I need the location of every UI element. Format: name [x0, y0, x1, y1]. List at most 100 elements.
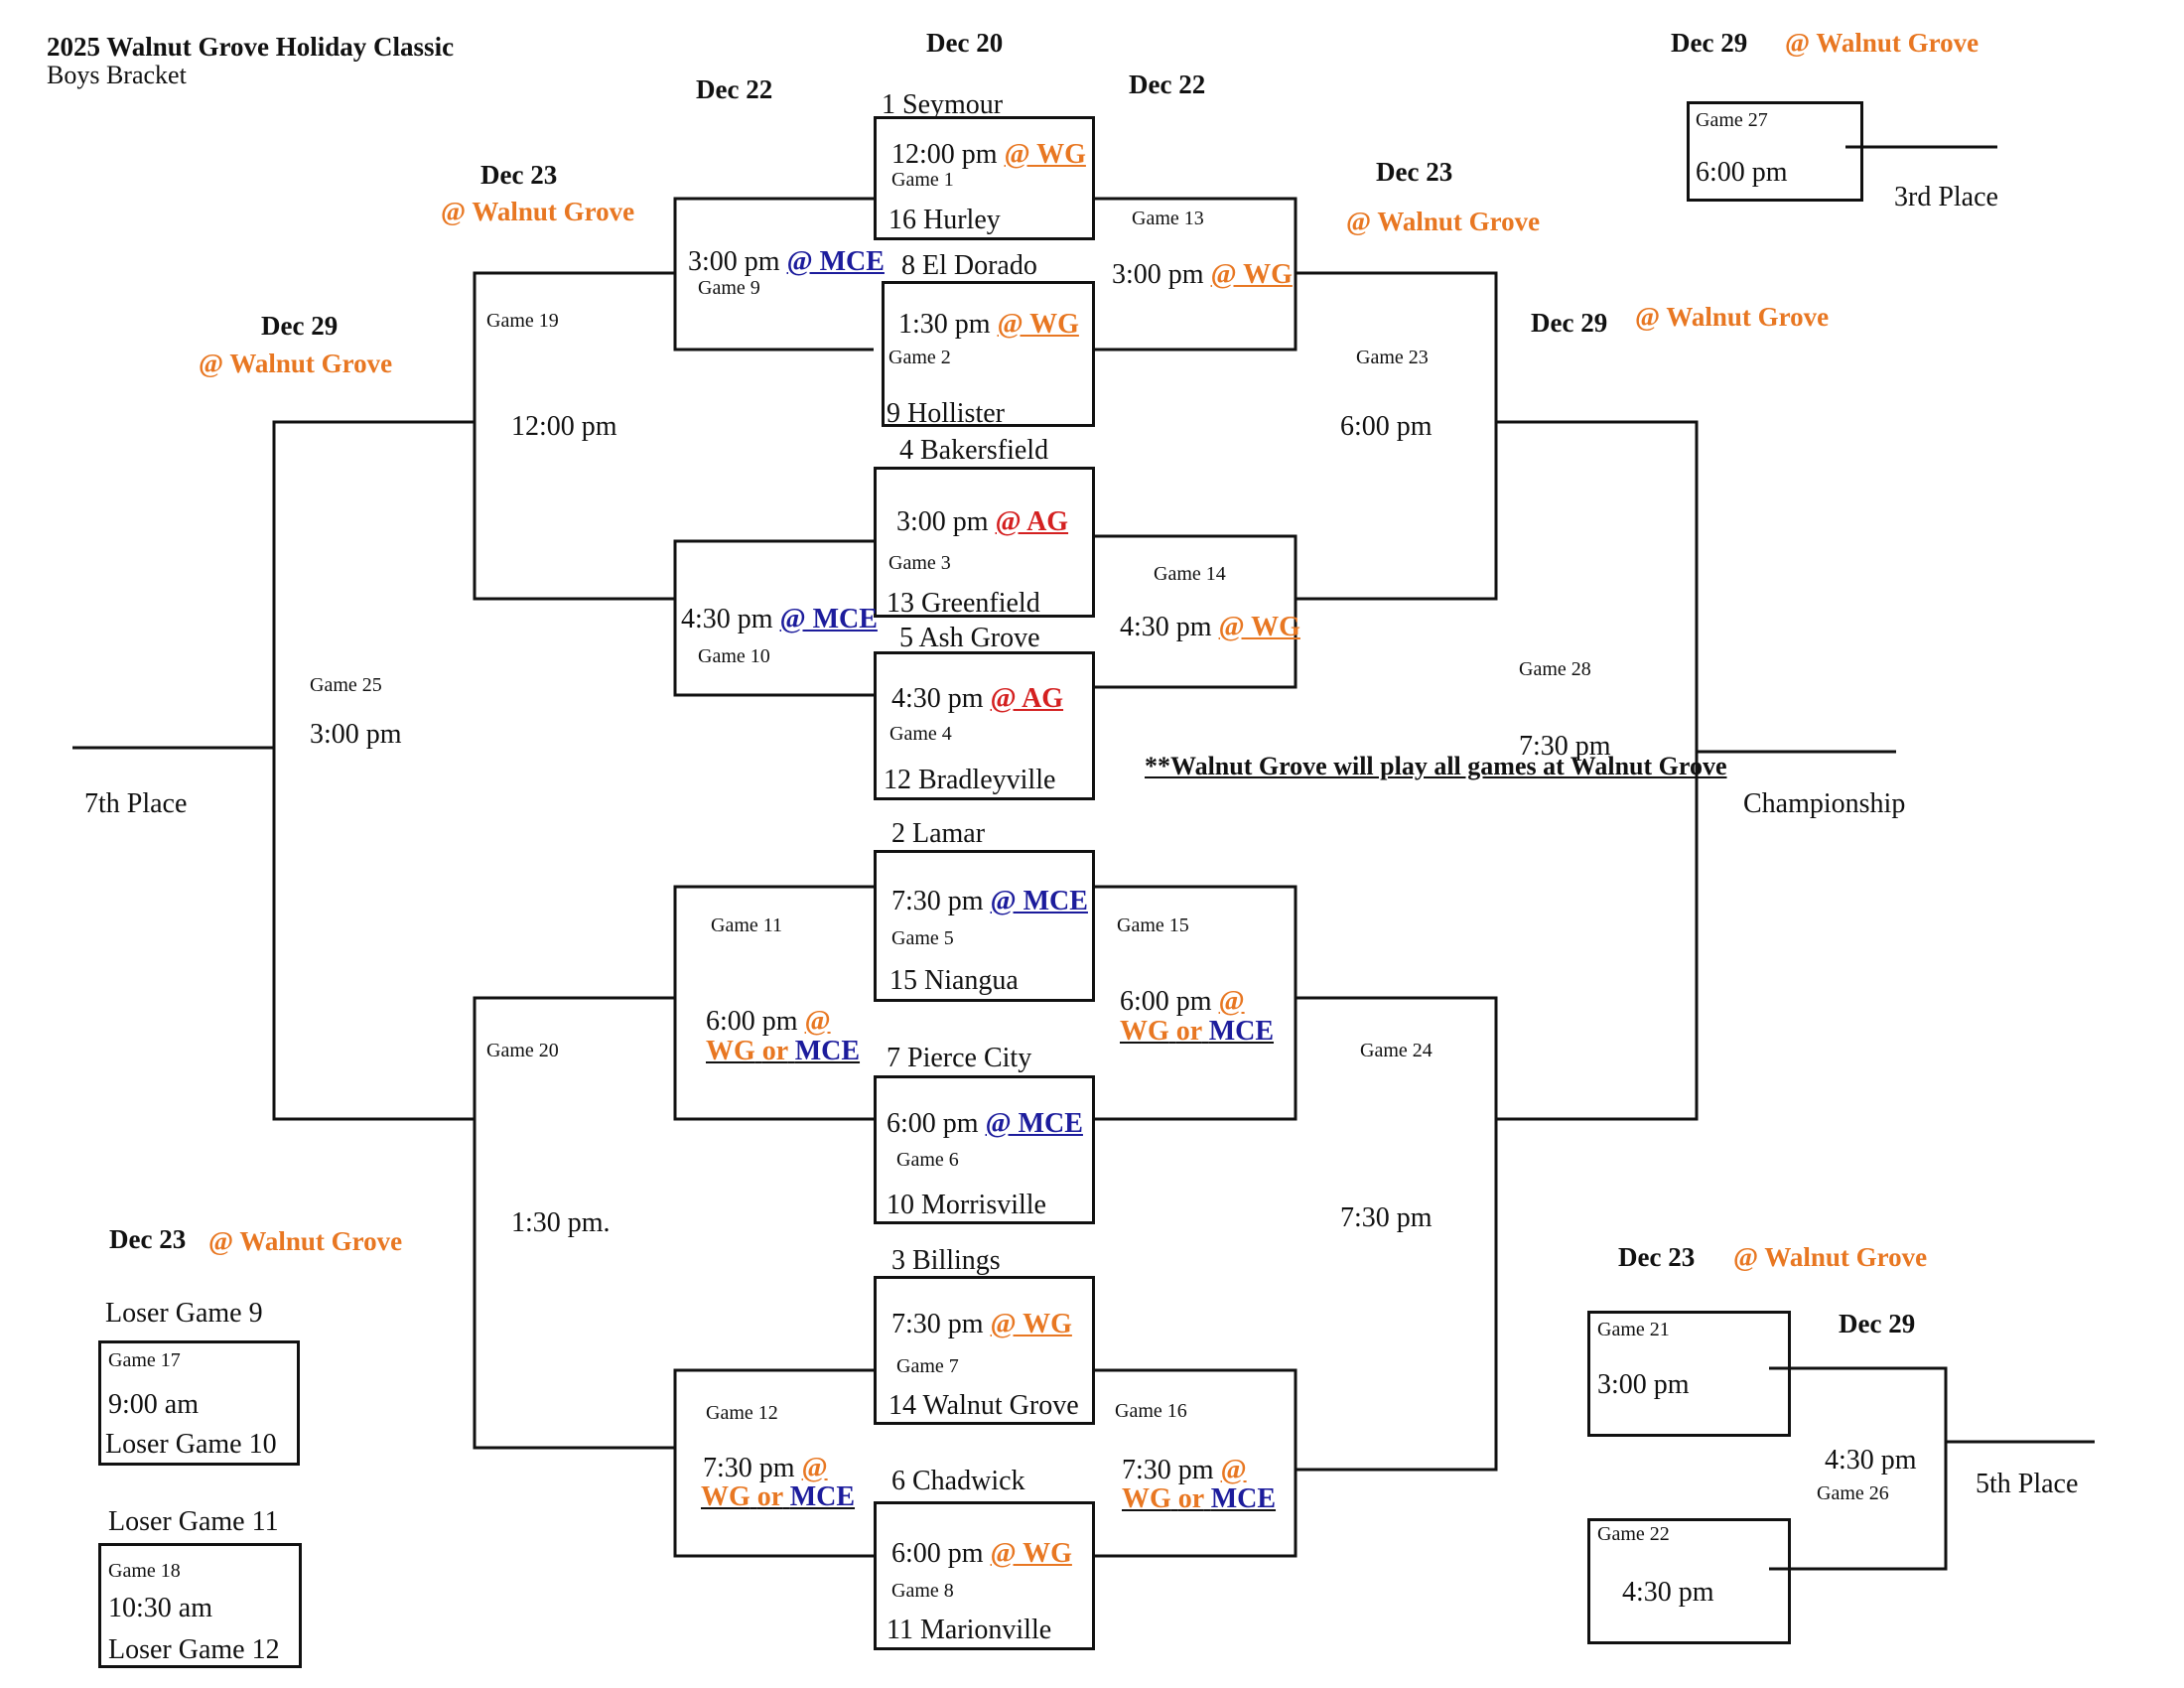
game-23-label: Game 23 [1356, 347, 1429, 368]
game-13-time: 3:00 pm @ WG [1112, 259, 1293, 290]
game-3-time: 3:00 pm @ AG [896, 506, 1069, 537]
game-20-time: 1:30 pm. [511, 1207, 611, 1238]
date-dec23-consolation-right: Dec 23 [1618, 1242, 1696, 1272]
game-1-time: 12:00 pm @ WG [891, 139, 1086, 170]
game-5-location: @ MCE [990, 886, 1088, 916]
game-8-box [874, 1501, 1095, 1650]
game-18-top-label: Loser Game 11 [108, 1506, 279, 1537]
location-dec29-left: @ Walnut Grove [199, 349, 393, 378]
game-25-label: Game 25 [310, 674, 382, 696]
game-24-label: Game 24 [1360, 1040, 1433, 1061]
game-14-label: Game 14 [1154, 563, 1226, 585]
location-dec29-top: @ Walnut Grove [1785, 28, 1979, 58]
game-19-time: 12:00 pm [511, 411, 617, 442]
game-11-at: @ [804, 1006, 831, 1037]
game-15-location: WG or MCE [1120, 1016, 1275, 1047]
game-13-location: @ WG [1210, 259, 1293, 290]
game-9-time: 3:00 pm @ MCE [688, 246, 885, 277]
game-11-label: Game 11 [711, 914, 783, 936]
team-seed-9: 9 Hollister [887, 398, 1005, 429]
location-dec23-consolation-left: @ Walnut Grove [208, 1226, 403, 1256]
game-20-label: Game 20 [486, 1040, 559, 1061]
game-17-label: Game 17 [108, 1349, 181, 1371]
date-dec22-left: Dec 22 [696, 74, 773, 104]
game-14-location: @ WG [1218, 612, 1300, 642]
team-seed-10: 10 Morrisville [887, 1190, 1046, 1220]
team-seed-4: 4 Bakersfield [899, 435, 1049, 466]
game-15-time: 6:00 pm @ [1120, 986, 1245, 1017]
game-17-time: 9:00 am [108, 1389, 199, 1420]
game-12-time: 7:30 pm @ [703, 1453, 828, 1483]
third-place-label: 3rd Place [1894, 182, 1998, 212]
game-3-location: @ AG [995, 506, 1069, 537]
team-seed-15: 15 Niangua [889, 965, 1019, 996]
team-seed-12: 12 Bradleyville [884, 765, 1056, 795]
game-2-label: Game 2 [888, 347, 951, 368]
date-dec29-right: Dec 29 [1531, 308, 1608, 338]
game-4-label: Game 4 [889, 723, 952, 745]
game-9-label: Game 9 [698, 277, 760, 299]
date-dec29-left: Dec 29 [261, 311, 339, 341]
date-dec23-left: Dec 23 [480, 160, 558, 190]
game-17-top-label: Loser Game 9 [105, 1298, 263, 1329]
game-9-location: @ MCE [786, 246, 885, 277]
championship-label: Championship [1743, 788, 1906, 819]
game-24-time: 7:30 pm [1340, 1202, 1433, 1233]
page-subtitle: Boys Bracket [47, 61, 187, 89]
team-seed-8: 8 El Dorado [901, 250, 1037, 281]
team-seed-14: 14 Walnut Grove [888, 1390, 1079, 1421]
game-26-label: Game 26 [1817, 1482, 1889, 1504]
game-7-time: 7:30 pm @ WG [891, 1309, 1072, 1339]
game-27-box [1687, 101, 1863, 202]
game-15-at: @ [1218, 986, 1245, 1017]
game-1-label: Game 1 [891, 169, 954, 191]
game-11-time: 6:00 pm @ [706, 1006, 831, 1037]
game-10-time: 4:30 pm @ MCE [681, 604, 878, 634]
game-27-time: 6:00 pm [1696, 157, 1788, 188]
game-28-label: Game 28 [1519, 658, 1591, 680]
game-6-label: Game 6 [896, 1149, 959, 1171]
game-12-at: @ [801, 1453, 828, 1483]
game-6-box [874, 1075, 1095, 1224]
game-15-label: Game 15 [1117, 914, 1189, 936]
date-dec29-consolation-right: Dec 29 [1839, 1309, 1916, 1338]
game-8-location: @ WG [990, 1538, 1072, 1569]
date-dec20: Dec 20 [926, 28, 1004, 58]
game-3-box [874, 467, 1095, 618]
game-1-box [874, 116, 1095, 240]
game-2-box [882, 281, 1095, 427]
walnut-grove-note: **Walnut Grove will play all games at Wa… [1145, 752, 1727, 780]
date-dec23-consolation-left: Dec 23 [109, 1224, 187, 1254]
game-17-bottom-label: Loser Game 10 [105, 1429, 277, 1460]
date-dec22-right: Dec 22 [1129, 70, 1206, 99]
game-7-box [874, 1276, 1095, 1425]
game-16-location: WG or MCE [1122, 1483, 1277, 1514]
game-12-label: Game 12 [706, 1402, 778, 1424]
game-14-time: 4:30 pm @ WG [1120, 612, 1300, 642]
game-21-label: Game 21 [1597, 1319, 1670, 1340]
team-seed-7: 7 Pierce City [887, 1043, 1032, 1073]
game-16-time: 7:30 pm @ [1122, 1455, 1247, 1485]
game-26-time: 4:30 pm [1825, 1445, 1917, 1476]
game-4-location: @ AG [990, 683, 1064, 714]
game-17-box [98, 1340, 300, 1466]
date-dec23-right: Dec 23 [1376, 157, 1453, 187]
page-title: 2025 Walnut Grove Holiday Classic [47, 32, 455, 62]
game-16-at: @ [1220, 1455, 1247, 1485]
location-dec23-consolation-right: @ Walnut Grove [1733, 1242, 1928, 1272]
game-2-time: 1:30 pm @ WG [898, 309, 1079, 340]
game-18-box [98, 1543, 302, 1668]
game-22-box [1587, 1518, 1791, 1644]
game-16-label: Game 16 [1115, 1400, 1187, 1422]
game-5-label: Game 5 [891, 927, 954, 949]
team-seed-11: 11 Marionville [887, 1615, 1052, 1645]
game-27-label: Game 27 [1696, 109, 1768, 131]
game-7-label: Game 7 [896, 1355, 959, 1377]
game-22-time: 4:30 pm [1622, 1577, 1714, 1608]
date-dec29-top: Dec 29 [1671, 28, 1748, 58]
game-28-time: 7:30 pm [1519, 731, 1611, 762]
game-7-location: @ WG [990, 1309, 1072, 1339]
game-8-label: Game 8 [891, 1580, 954, 1602]
location-dec23-right: @ Walnut Grove [1346, 207, 1541, 236]
